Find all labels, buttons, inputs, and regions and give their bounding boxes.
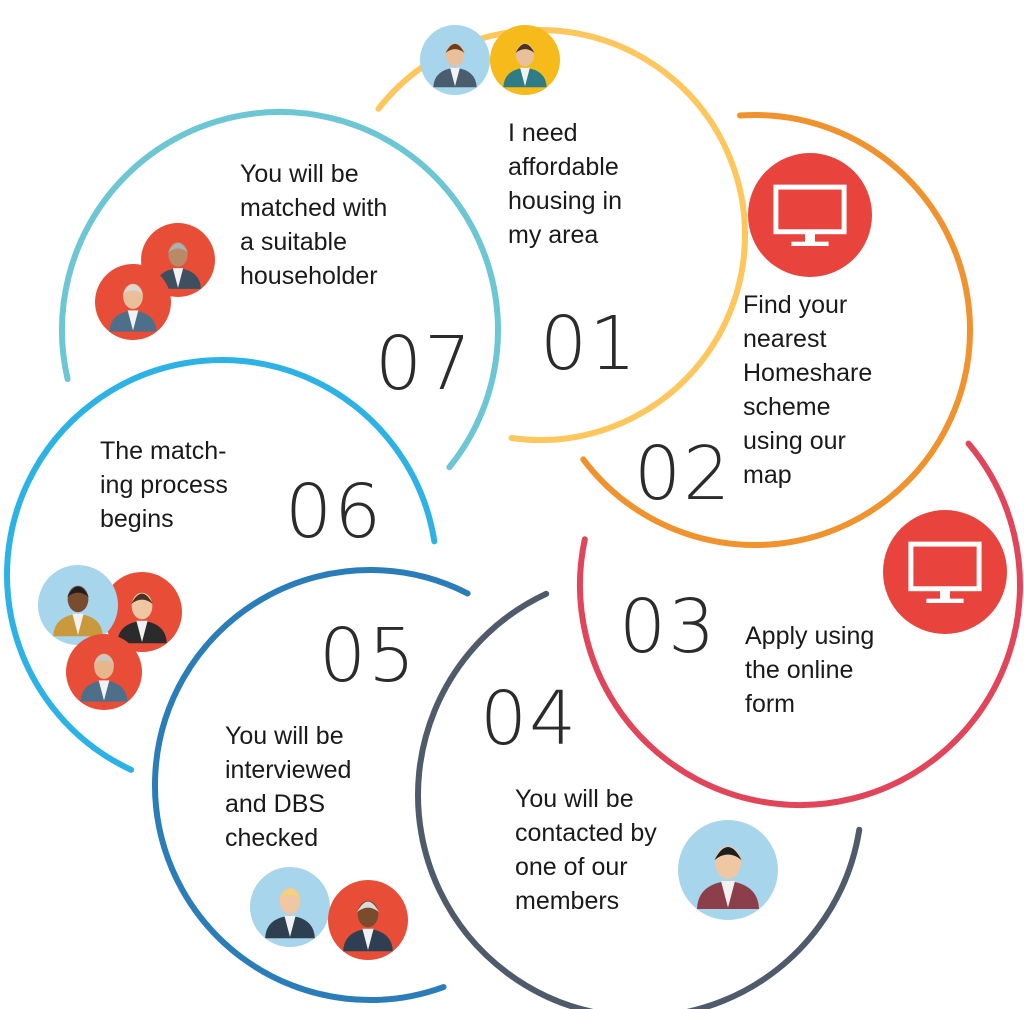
step-03-arc <box>577 440 1023 808</box>
step-06-text: The match- ing process begins <box>100 437 228 533</box>
step-05-number: 05 <box>319 613 418 699</box>
person-avatar-icon <box>250 867 330 947</box>
step-04-text: You will be contacted by one of our memb… <box>515 785 657 915</box>
monitor-icon <box>748 153 872 277</box>
step-03-number: 03 <box>619 584 718 670</box>
step-01-text: I need affordable housing in my area <box>508 119 622 249</box>
step-03-text: Apply using the online form <box>745 622 875 718</box>
person-avatar-icon <box>420 25 490 95</box>
step-05-text: You will be interviewed and DBS checked <box>225 722 352 852</box>
step-01-number: 01 <box>540 301 639 387</box>
step-04-number: 04 <box>480 676 579 762</box>
step-07-arc <box>59 109 501 471</box>
step-02-text: Find your nearest Homeshare scheme using… <box>743 291 873 489</box>
person-avatar-icon <box>38 565 118 645</box>
step-02-arc <box>580 112 973 548</box>
step-05-arc <box>152 567 471 1003</box>
person-avatar-icon <box>490 25 560 95</box>
step-06-arc <box>4 357 438 773</box>
person-avatar-icon <box>95 264 171 340</box>
step-06-number: 06 <box>285 469 384 555</box>
step-04-arc <box>415 590 863 1009</box>
step-07-number: 07 <box>375 321 474 407</box>
person-avatar-icon <box>678 820 778 920</box>
person-avatar-icon <box>102 572 182 652</box>
person-avatar-icon <box>328 880 408 960</box>
step-01-arc <box>375 27 748 443</box>
step-02-number: 02 <box>634 431 733 517</box>
step-07-text: You will be matched with a suitable hous… <box>240 160 388 290</box>
monitor-icon <box>883 510 1007 634</box>
person-avatar-icon <box>66 634 142 710</box>
